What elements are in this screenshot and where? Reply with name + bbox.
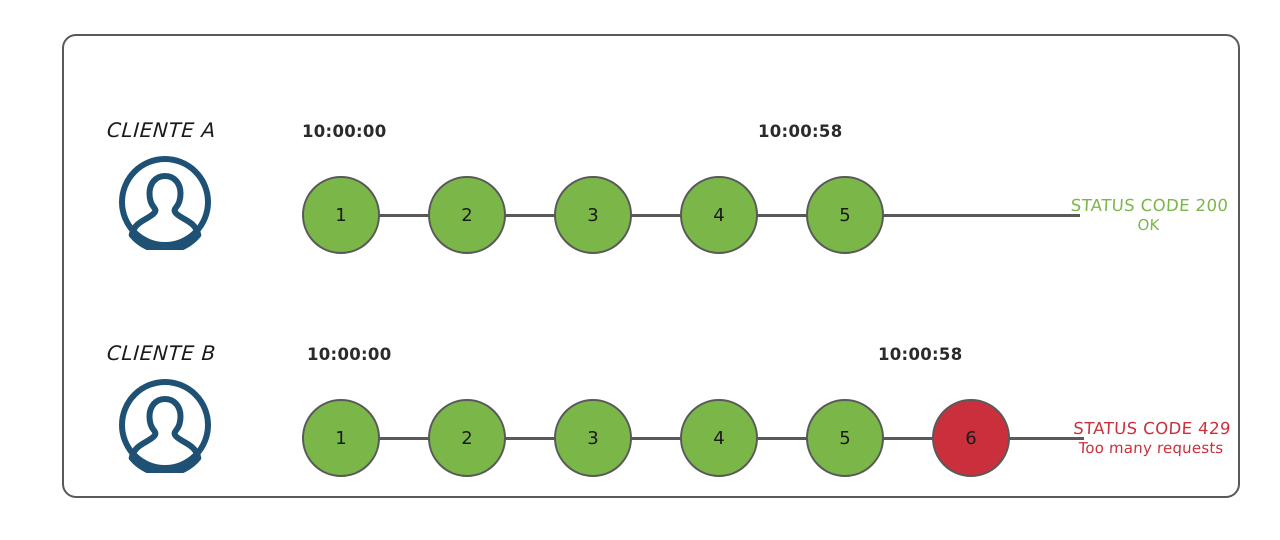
client-b-end-time: 10:00:58 xyxy=(878,345,963,364)
request-node-4[interactable]: 4 xyxy=(680,176,758,254)
user-avatar-icon xyxy=(119,156,211,254)
request-node-1[interactable]: 1 xyxy=(302,176,380,254)
client-b-result-line xyxy=(1000,437,1084,440)
client-a-end-time: 10:00:58 xyxy=(758,122,843,141)
request-node-3[interactable]: 3 xyxy=(554,399,632,477)
request-node-1[interactable]: 1 xyxy=(302,399,380,477)
connector-1-2 xyxy=(372,437,438,440)
connector-3-4 xyxy=(624,437,690,440)
connector-1-2 xyxy=(372,214,438,217)
client-b-status-line2: Too many requests xyxy=(1078,439,1224,458)
diagram-frame: CLIENTE A 10:00:00 10:00:58 1 2 3 4 5 ST… xyxy=(62,34,1240,498)
client-b-avatar xyxy=(117,377,213,477)
client-a-avatar xyxy=(117,154,213,254)
client-b-label: CLIENTE B xyxy=(106,341,217,365)
connector-4-5 xyxy=(750,214,816,217)
client-a-status-line2: OK xyxy=(1136,216,1160,235)
connector-3-4 xyxy=(624,214,690,217)
request-node-4[interactable]: 4 xyxy=(680,399,758,477)
connector-5-6 xyxy=(876,437,942,440)
request-node-5[interactable]: 5 xyxy=(806,399,884,477)
request-node-5[interactable]: 5 xyxy=(806,176,884,254)
client-a-result-line xyxy=(874,214,1080,217)
request-node-3[interactable]: 3 xyxy=(554,176,632,254)
request-node-2[interactable]: 2 xyxy=(428,399,506,477)
connector-4-5 xyxy=(750,437,816,440)
connector-2-3 xyxy=(498,437,564,440)
connector-2-3 xyxy=(498,214,564,217)
user-avatar-icon xyxy=(119,379,211,477)
client-a-start-time: 10:00:00 xyxy=(302,122,387,141)
request-node-2[interactable]: 2 xyxy=(428,176,506,254)
request-node-6[interactable]: 6 xyxy=(932,399,1010,477)
client-b-start-time: 10:00:00 xyxy=(307,345,392,364)
client-a-label: CLIENTE A xyxy=(106,118,217,142)
